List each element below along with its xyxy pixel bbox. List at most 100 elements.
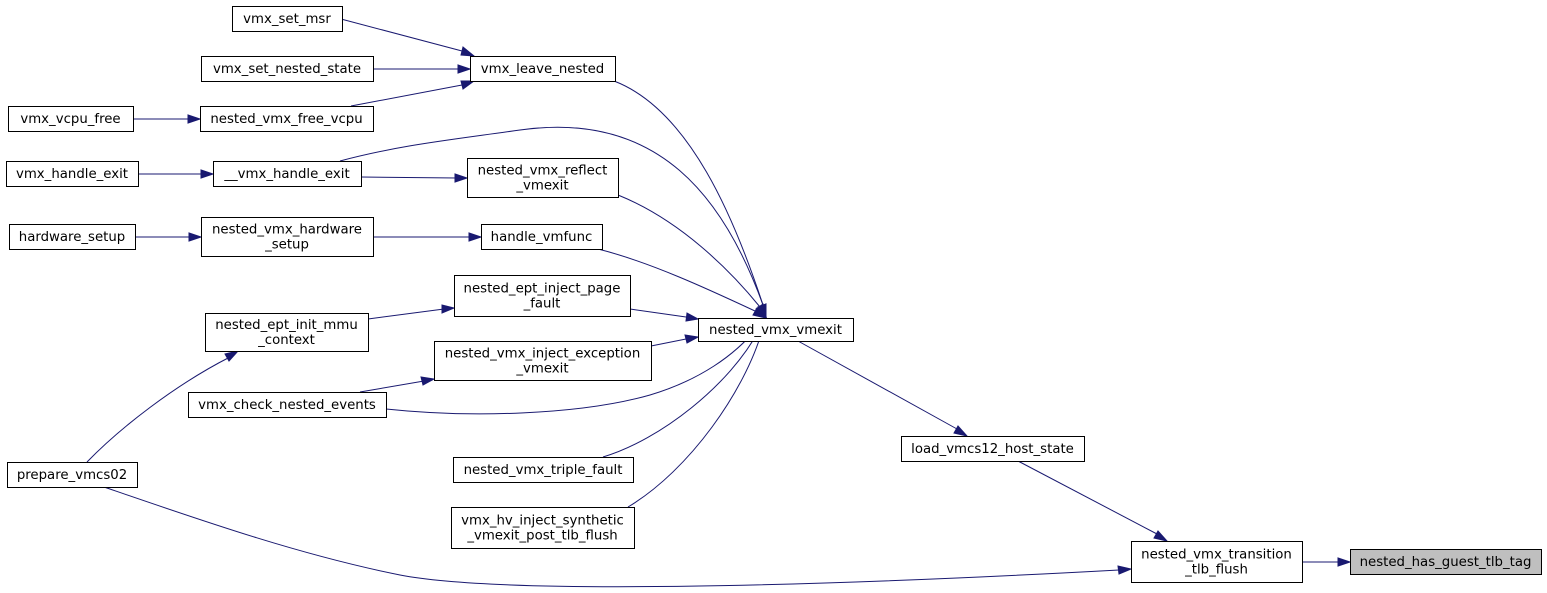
node-label: _tlb_flush <box>1184 563 1248 578</box>
edge-handle-vmfunc-to-nested-vmx-vmexit <box>597 248 768 319</box>
edge-arrowhead <box>468 232 483 242</box>
node-label: _vmexit <box>515 362 568 377</box>
edge-nested-vmx-transition-tlb-flush-to-nested-has-guest-tlb-tag <box>1302 557 1352 567</box>
node-label: __vmx_handle_exit <box>223 167 349 182</box>
node-vmx-handle-exit[interactable]: vmx_handle_exit <box>6 161 139 187</box>
edge-arrowhead <box>200 169 215 179</box>
edge-line <box>360 176 458 179</box>
edge-nested-vmx-free-vcpu-to-vmx-leave-nested <box>350 80 476 107</box>
nodes-layer: vmx_set_msr vmx_set_nested_state vmx_leave… <box>6 6 1542 583</box>
edge-line <box>367 308 445 320</box>
node-label: vmx_vcpu_free <box>20 112 120 127</box>
node-label: vmx_handle_exit <box>16 167 128 182</box>
node-label: nested_ept_init_mmu <box>215 318 358 333</box>
node-label: nested_vmx_hardware <box>212 223 362 238</box>
node-box <box>451 507 635 549</box>
edge-line <box>339 126 764 306</box>
edge-line <box>1017 460 1158 535</box>
node-box <box>201 56 374 82</box>
node-box <box>467 158 619 198</box>
node-vmx-hv-inject-synthetic-vmexit-post-tlb-flush[interactable]: vmx_hv_inject_synthetic_vmexit_post_tlb_… <box>451 507 635 549</box>
node-label: nested_vmx_free_vcpu <box>210 112 362 127</box>
node-prepare-vmcs02[interactable]: prepare_vmcs02 <box>7 462 138 488</box>
edge-vmx-vcpu-free-to-nested-vmx-free-vcpu <box>133 114 202 124</box>
edge-arrowhead <box>460 80 476 90</box>
node-label: _fault <box>523 297 561 312</box>
node-nested-vmx-transition-tlb-flush[interactable]: nested_vmx_transition_tlb_flush <box>1131 541 1303 583</box>
node-hardware-setup[interactable]: hardware_setup <box>9 224 136 250</box>
edge-arrowhead <box>441 304 456 314</box>
node-label: vmx_hv_inject_synthetic <box>461 514 624 529</box>
edge-prepare-vmcs02-to-nested-ept-init-mmu-context <box>86 350 240 463</box>
node-box <box>453 457 634 483</box>
node-nested-vmx-hardware-setup[interactable]: nested_vmx_hardware_setup <box>201 217 374 257</box>
edge-arrowhead <box>460 46 476 57</box>
node-box <box>470 56 616 82</box>
node-label: handle_vmfunc <box>491 230 593 245</box>
node-box <box>205 313 369 352</box>
edge-arrowhead <box>953 425 969 437</box>
edge-nested-vmx-vmexit-to-load-vmcs12-host-state <box>797 340 969 437</box>
node-nested-ept-inject-page-fault[interactable]: nested_ept_inject_page_fault <box>454 275 631 317</box>
node-box <box>200 106 374 132</box>
node-box <box>698 318 854 342</box>
node-box <box>9 224 136 250</box>
edges-layer <box>86 18 1352 588</box>
edge-line <box>613 80 764 306</box>
edge-load-vmcs12-host-state-to-nested-vmx-transition-tlb-flush <box>1017 460 1169 542</box>
edge-line <box>629 308 687 318</box>
node-label: vmx_set_nested_state <box>213 62 361 77</box>
node-vmx-vcpu-free[interactable]: vmx_vcpu_free <box>8 106 134 132</box>
node-vmx-handle-exit[interactable]: __vmx_handle_exit <box>213 161 362 187</box>
node-label: _vmexit <box>515 179 568 194</box>
edge-vmx-handle-exit-to-nested-vmx-reflect-vmexit <box>360 173 469 183</box>
edge-line <box>103 486 1120 588</box>
edge-arrowhead <box>684 334 700 344</box>
edge-arrowhead <box>457 64 472 74</box>
edge-arrowhead <box>1153 530 1169 542</box>
node-label: nested_vmx_vmexit <box>709 323 842 338</box>
node-label: vmx_set_msr <box>243 12 331 27</box>
node-box <box>6 161 139 187</box>
node-load-vmcs12-host-state[interactable]: load_vmcs12_host_state <box>901 436 1085 462</box>
edge-arrowhead <box>454 173 469 183</box>
node-vmx-set-msr[interactable]: vmx_set_msr <box>232 6 343 32</box>
edge-arrowhead <box>1337 557 1352 567</box>
node-label: nested_ept_inject_page <box>464 282 621 297</box>
node-label: nested_vmx_triple_fault <box>464 463 623 478</box>
node-nested-vmx-inject-exception-vmexit[interactable]: nested_vmx_inject_exception_vmexit <box>434 341 652 381</box>
edge-vmx-handle-exit-to-vmx-handle-exit <box>138 169 215 179</box>
node-label: nested_vmx_transition <box>1141 548 1292 563</box>
edge-arrowhead <box>187 114 202 124</box>
node-label: _vmexit_post_tlb_flush <box>466 529 617 544</box>
edge-line <box>340 18 463 52</box>
edge-nested-vmx-hardware-setup-to-handle-vmfunc <box>373 232 483 242</box>
edge-line <box>650 338 687 347</box>
node-nested-vmx-reflect-vmexit[interactable]: nested_vmx_reflect_vmexit <box>467 158 619 198</box>
node-vmx-leave-nested[interactable]: vmx_leave_nested <box>470 56 616 82</box>
node-nested-vmx-vmexit[interactable]: nested_vmx_vmexit <box>698 318 854 342</box>
edge-line <box>385 327 758 415</box>
edge-vmx-leave-nested-to-nested-vmx-vmexit <box>613 80 767 320</box>
edge-vmx-set-msr-to-vmx-leave-nested <box>340 18 476 57</box>
node-box <box>213 161 362 187</box>
node-label: vmx_check_nested_events <box>198 398 376 413</box>
edge-arrowhead <box>224 350 240 362</box>
node-box <box>7 462 138 488</box>
edge-nested-ept-inject-page-fault-to-nested-vmx-vmexit <box>629 308 700 322</box>
node-handle-vmfunc[interactable]: handle_vmfunc <box>481 224 603 250</box>
node-nested-ept-init-mmu-context[interactable]: nested_ept_init_mmu_context <box>205 313 369 352</box>
edge-line <box>359 380 425 393</box>
node-vmx-check-nested-events[interactable]: vmx_check_nested_events <box>188 392 387 418</box>
node-nested-vmx-triple-fault[interactable]: nested_vmx_triple_fault <box>453 457 634 483</box>
edge-line <box>627 330 763 508</box>
edge-arrowhead <box>188 232 203 242</box>
edge-arrowhead <box>1117 565 1133 575</box>
node-box <box>188 392 387 418</box>
node-label: vmx_leave_nested <box>481 62 604 77</box>
node-nested-vmx-free-vcpu[interactable]: nested_vmx_free_vcpu <box>200 106 374 132</box>
node-vmx-set-nested-state[interactable]: vmx_set_nested_state <box>201 56 374 82</box>
edge-nested-vmx-inject-exception-vmexit-to-nested-vmx-vmexit <box>650 334 700 347</box>
node-nested-has-guest-tlb-tag[interactable]: nested_has_guest_tlb_tag <box>1350 549 1542 575</box>
node-label: _context <box>257 333 315 348</box>
